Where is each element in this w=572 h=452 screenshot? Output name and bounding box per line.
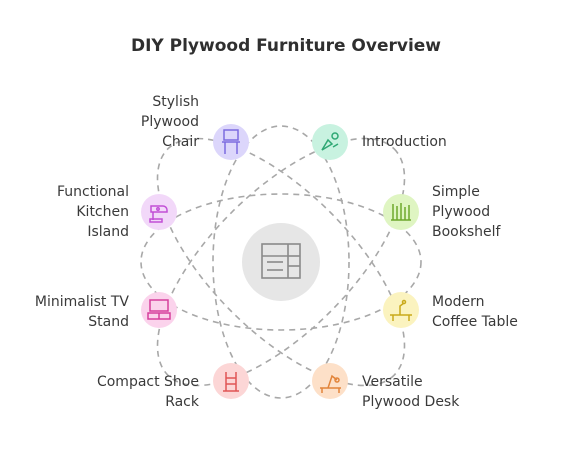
orbit-ellipse-vertical (212, 125, 350, 399)
label-versatile-plywood-desk: Versatile Plywood Desk (362, 374, 460, 410)
kitchen-mixer-icon (141, 194, 177, 230)
desk-icon (312, 363, 348, 399)
introduction-icon (312, 124, 348, 160)
orbit-ellipse-diagonal-b (156, 137, 406, 387)
label-functional-kitchen-island: Functional Kitchen Island (56, 184, 129, 240)
label-stylish-plywood-chair: Stylish Plywood Chair (140, 94, 199, 150)
orbit-ellipse-horizontal (140, 193, 422, 331)
label-compact-shoe-rack: Compact Shoe Rack (96, 374, 199, 410)
tv-stand-icon (141, 292, 177, 328)
coffee-table-icon (383, 292, 419, 328)
label-simple-plywood-bookshelf: Simple Plywood Bookshelf (432, 184, 501, 240)
chair-icon (213, 124, 249, 160)
bookshelf-icon (383, 194, 419, 230)
page-title: DIY Plywood Furniture Overview (130, 36, 442, 56)
label-modern-coffee-table: Modern Coffee Table (432, 294, 518, 330)
orbit-ellipse-diagonal-a (156, 137, 406, 387)
label-minimalist-tv-stand: Minimalist TV Stand (34, 294, 129, 330)
shoe-rack-icon (213, 363, 249, 399)
plywood-furniture-icon (242, 223, 320, 301)
label-introduction: Introduction (362, 134, 447, 150)
